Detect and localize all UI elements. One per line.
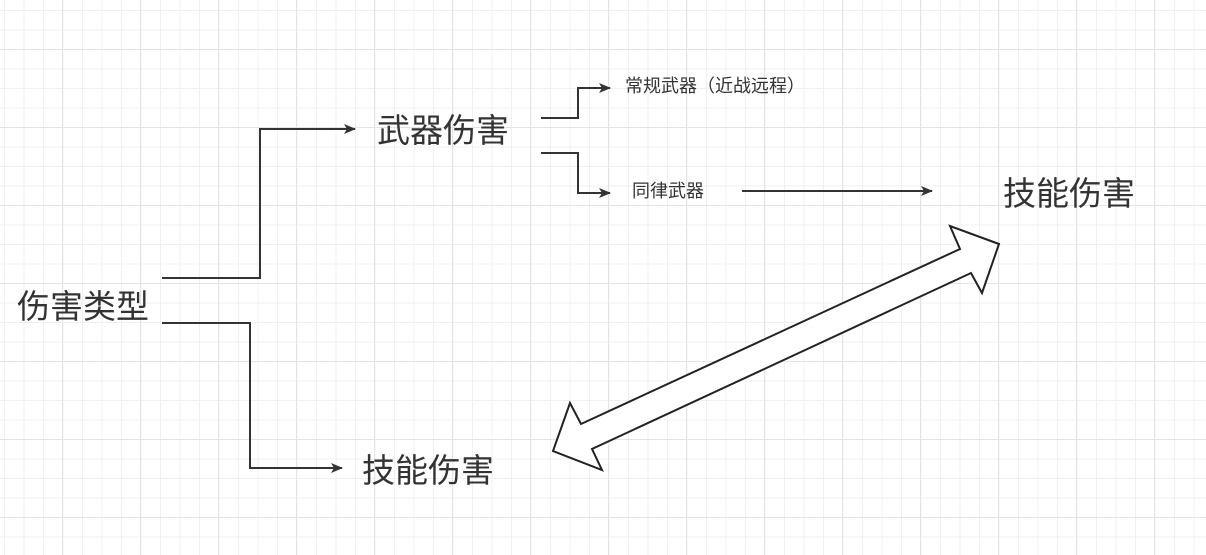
tonglv-weapon-node[interactable]: 同律武器 (632, 181, 704, 202)
edge-root-to-skill[interactable] (162, 322, 343, 473)
root-node[interactable]: 伤害类型 (17, 287, 149, 326)
skill-damage-node[interactable]: 技能伤害 (362, 451, 494, 490)
double-block-arrow[interactable] (551, 224, 1001, 472)
weapon-damage-node[interactable]: 武器伤害 (377, 111, 509, 150)
edge-weapon-to-regular[interactable] (541, 83, 611, 119)
edge-weapon-to-tonglv[interactable] (541, 152, 611, 198)
edge-root-to-weapon[interactable] (162, 124, 356, 279)
regular-weapon-node[interactable]: 常规武器（近战远程） (625, 76, 805, 97)
skill-damage-target-node[interactable]: 技能伤害 (1003, 174, 1135, 213)
